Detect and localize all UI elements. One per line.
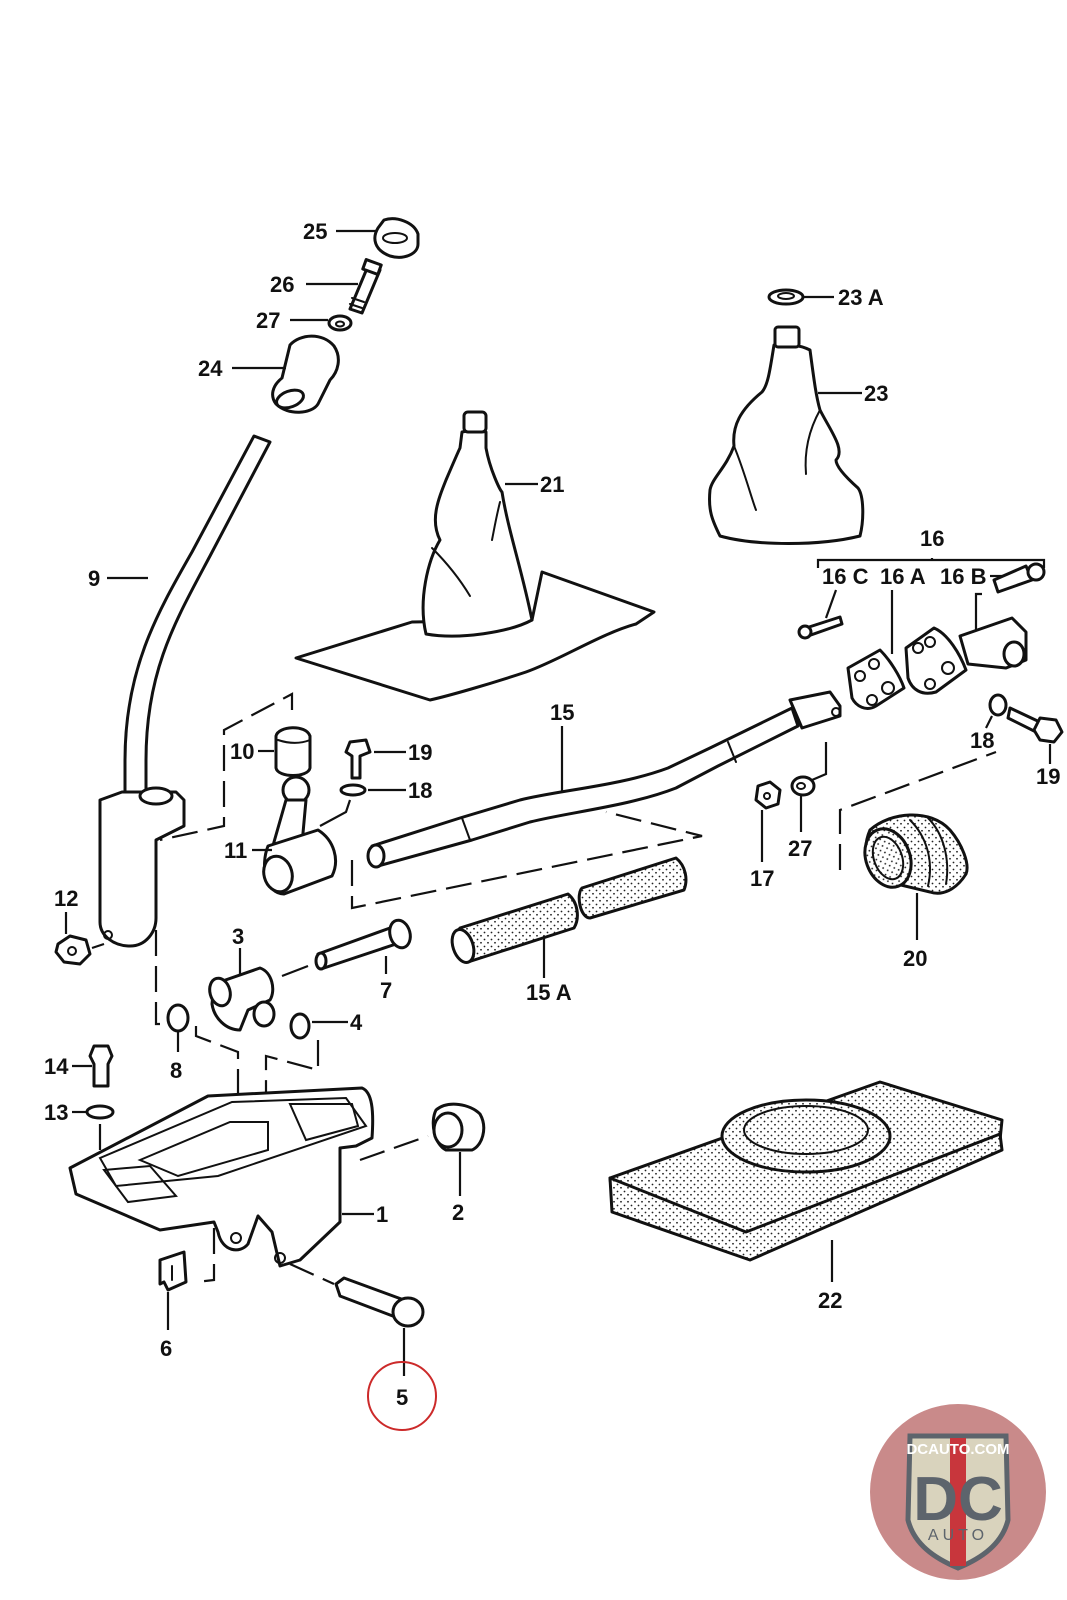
label-21: 21 <box>540 472 564 497</box>
dashed-outline-20 <box>838 750 997 870</box>
dashed-outline-6 <box>195 1228 216 1284</box>
label-14: 14 <box>44 1054 69 1079</box>
label-22: 22 <box>818 1288 842 1313</box>
part-27-washer-mid[interactable] <box>790 775 816 797</box>
label-16a: 16 A <box>880 564 926 589</box>
part-25-knob-cap[interactable] <box>373 217 420 259</box>
label-4: 4 <box>350 1010 363 1035</box>
label-16c: 16 C <box>822 564 869 589</box>
part-1-shift-bracket-housing[interactable] <box>68 1086 375 1268</box>
part-21-shift-boot[interactable] <box>294 410 656 702</box>
part-13-washer[interactable] <box>85 1104 115 1120</box>
part-15a-rod-sleeve[interactable] <box>448 856 688 965</box>
part-4-o-ring[interactable] <box>289 1012 311 1040</box>
label-20: 20 <box>903 946 927 971</box>
part-26-screw[interactable] <box>348 258 383 315</box>
label-26: 26 <box>270 272 294 297</box>
label-2: 2 <box>452 1200 464 1225</box>
part-11-ball-joint-lever[interactable] <box>260 775 337 896</box>
part-5-pivot-pin[interactable] <box>334 1276 425 1328</box>
part-19-bolt-right[interactable] <box>1006 706 1064 744</box>
part-19-bolt-top[interactable] <box>344 738 372 780</box>
label-23: 23 <box>864 381 888 406</box>
part-16-coupling-body[interactable] <box>904 616 1028 695</box>
label-23a: 23 A <box>838 285 884 310</box>
label-11: 11 <box>224 838 247 863</box>
dashed-outline-15a <box>350 810 703 910</box>
part-20-rubber-boot[interactable] <box>857 813 969 895</box>
label-15a: 15 A <box>526 980 572 1005</box>
part-16c-screw[interactable] <box>797 615 844 640</box>
part-9-shift-lever[interactable] <box>98 434 272 948</box>
label-27-mid: 27 <box>788 836 812 861</box>
label-3: 3 <box>232 924 244 949</box>
logo-main-text: DC <box>913 1465 1003 1534</box>
highlight-callout-5 <box>367 1361 437 1431</box>
part-23a-ring[interactable] <box>767 288 805 306</box>
label-17: 17 <box>750 866 774 891</box>
leader-18-right <box>985 715 993 729</box>
leader-12-link <box>91 942 105 950</box>
part-14-hex-bolt[interactable] <box>88 1044 114 1088</box>
label-18-right: 18 <box>970 728 994 753</box>
label-27-top: 27 <box>256 308 280 333</box>
label-5: 5 <box>396 1385 408 1410</box>
label-13: 13 <box>44 1100 68 1125</box>
part-27-washer-top[interactable] <box>327 314 353 332</box>
part-2-bushing-plug[interactable] <box>431 1102 486 1152</box>
dashed-1-5 <box>289 1262 335 1286</box>
part-16b-coupling-bolt[interactable] <box>992 562 1046 594</box>
dashed-1-2 <box>359 1134 429 1162</box>
part-8-o-ring[interactable] <box>166 1003 190 1033</box>
label-6: 6 <box>160 1336 172 1361</box>
label-15: 15 <box>550 700 574 725</box>
part-24-shift-knob[interactable] <box>271 334 340 414</box>
label-25: 25 <box>303 219 327 244</box>
leader-27-mid-bracket <box>811 742 828 782</box>
part-18-washer-right[interactable] <box>988 693 1008 717</box>
dcauto-logo: DCAUTO.COM DC AUTO <box>868 1402 1048 1582</box>
part-22-foam-insulation-pad[interactable] <box>608 1080 1004 1262</box>
part-6-retaining-clip[interactable] <box>158 1250 188 1292</box>
part-3-tee-coupling[interactable] <box>207 966 276 1032</box>
part-10-cap[interactable] <box>274 726 312 777</box>
leader-18-link <box>319 799 352 827</box>
label-16b: 16 B <box>940 564 986 589</box>
logo-top-text: DCAUTO.COM <box>906 1441 1009 1458</box>
label-19-right: 19 <box>1036 764 1060 789</box>
label-19-top: 19 <box>408 740 432 765</box>
part-15-shift-rod[interactable] <box>366 690 842 869</box>
label-7: 7 <box>380 978 392 1003</box>
label-24: 24 <box>198 356 223 381</box>
leader-3-link <box>281 964 309 978</box>
part-17-nut[interactable] <box>754 780 782 810</box>
part-18-washer-top[interactable] <box>339 783 367 797</box>
part-7-shoulder-bolt[interactable] <box>314 918 413 971</box>
dashed-outline-8 <box>154 930 168 1026</box>
logo-sub-text: AUTO <box>928 1527 988 1544</box>
label-18-top: 18 <box>408 778 432 803</box>
label-16: 16 <box>920 526 944 551</box>
label-9: 9 <box>88 566 100 591</box>
part-12-hex-nut[interactable] <box>54 934 92 966</box>
label-8: 8 <box>170 1058 182 1083</box>
dashed-outline-10-11 <box>159 692 294 842</box>
label-1: 1 <box>376 1202 388 1227</box>
dashed-outline-3-1 <box>194 1026 240 1150</box>
label-10: 10 <box>230 739 254 764</box>
logo-stripe <box>950 1438 966 1566</box>
part-16a-coupling-disc[interactable] <box>846 648 906 710</box>
label-12: 12 <box>54 886 78 911</box>
part-23-shift-boot[interactable] <box>708 325 865 545</box>
leader-16c <box>824 589 838 619</box>
bracket-16 <box>816 558 1046 568</box>
